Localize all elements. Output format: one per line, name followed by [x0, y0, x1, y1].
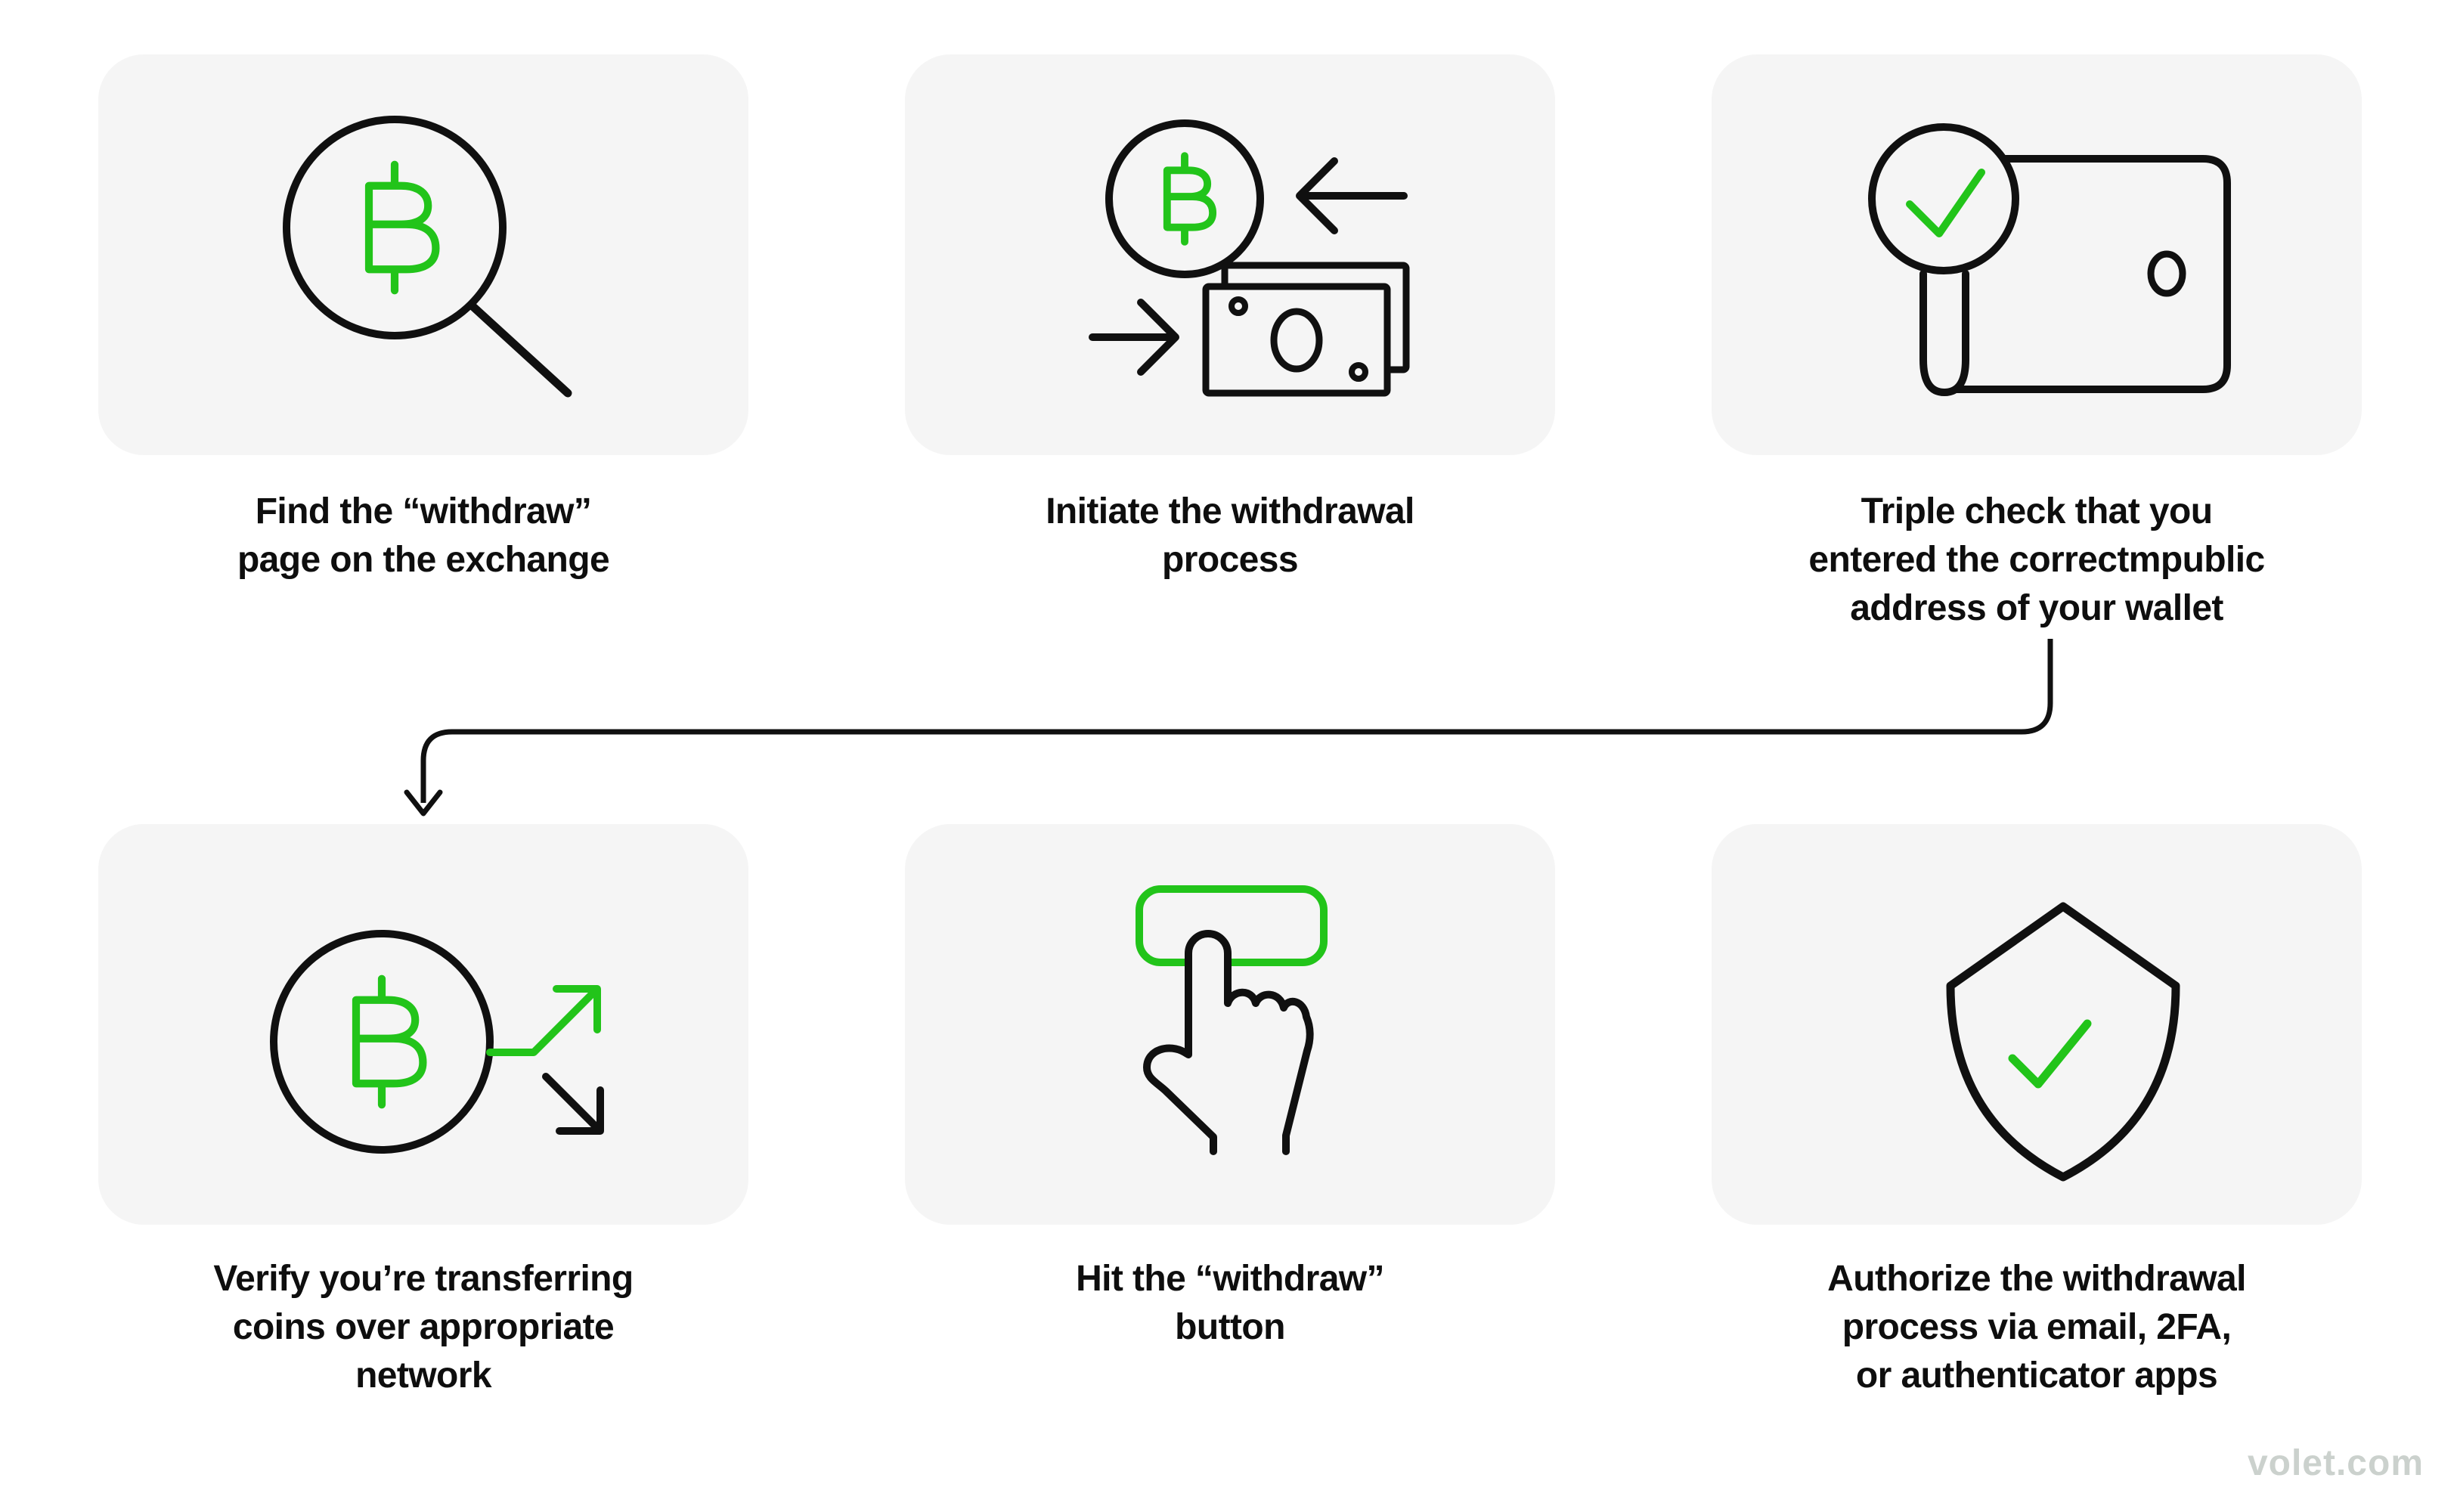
step-card-1	[98, 54, 748, 455]
wallet-icon	[1950, 155, 2231, 393]
step-caption-4: Verify you’re transferring coins over ap…	[213, 1259, 634, 1396]
withdraw-button-shape	[1136, 885, 1328, 966]
step-caption-5: Hit the “withdraw” button	[1076, 1259, 1384, 1347]
arrow-right-icon	[1089, 299, 1179, 376]
step-caption-1: Find the “withdraw” page on the exchange	[237, 491, 610, 580]
step-card-6	[1712, 824, 2362, 1225]
brand-watermark: volet.com	[2247, 1443, 2424, 1483]
step-card-4	[98, 824, 748, 1225]
step-caption-2: Initiate the withdrawal process	[1046, 491, 1414, 580]
banknotes-icon	[1202, 262, 1410, 397]
wallet-check-magnifier-icon	[1868, 123, 2231, 396]
bitcoin-magnifier-icon	[283, 116, 572, 398]
step-card-5	[905, 824, 1555, 1225]
arrow-up-right-icon	[486, 985, 601, 1056]
bitcoin-network-arrows-icon	[270, 930, 604, 1154]
shield-check-icon	[1946, 902, 2180, 1182]
magnifier-check-icon	[1868, 123, 2019, 396]
step-card-3	[1712, 54, 2362, 455]
step-caption-3: Triple check that you entered the correc…	[1808, 491, 2265, 628]
bitcoin-cash-exchange-icon	[1089, 119, 1410, 397]
arrow-left-icon	[1296, 157, 1408, 234]
step-card-2	[905, 54, 1555, 455]
step-caption-6: Authorize the withdrawal process via ema…	[1827, 1259, 2246, 1396]
hand-press-button-icon	[1136, 885, 1328, 1155]
pointing-hand-shape	[1143, 930, 1314, 1155]
arrow-down-right-icon	[542, 1073, 604, 1135]
